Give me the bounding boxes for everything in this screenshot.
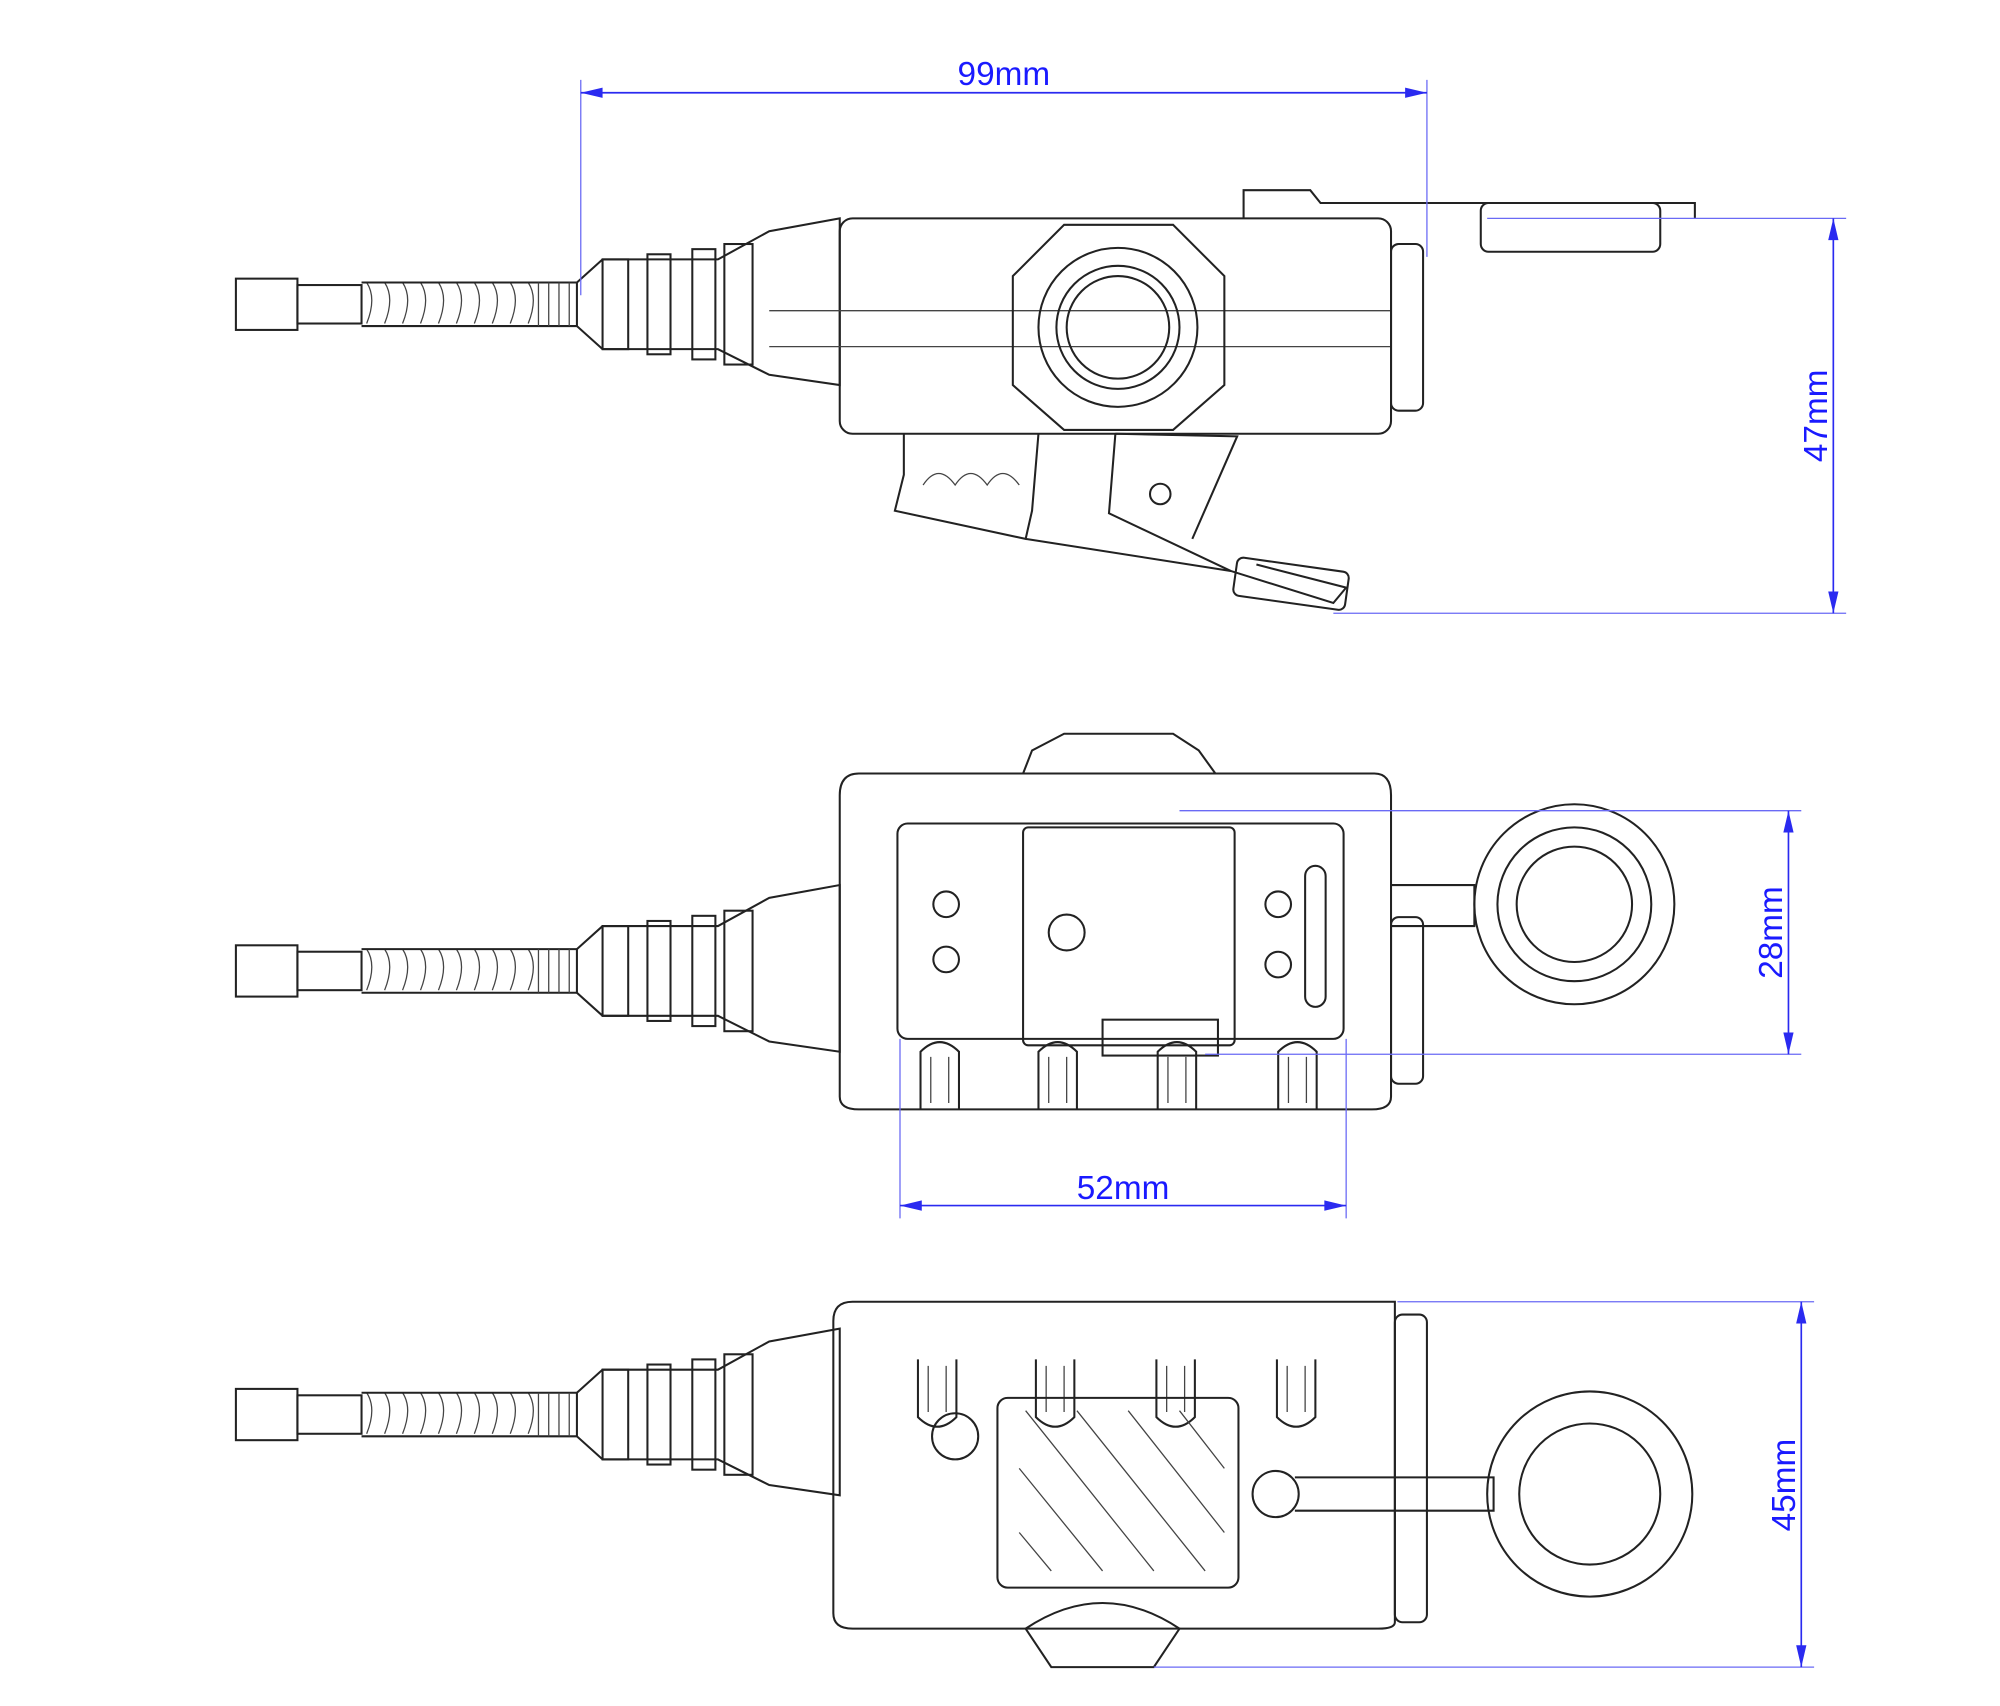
dimension-99mm: 99mm [580, 56, 1428, 296]
dimension-label-height-side: 47mm [1798, 370, 1835, 463]
dimension-28mm: 28mm [1179, 810, 1802, 1055]
top-view [234, 732, 1676, 1111]
dimension-52mm: 52mm [899, 1038, 1347, 1219]
dimension-label-length: 99mm [958, 56, 1051, 93]
side-view [234, 189, 1696, 611]
dimension-45mm: 45mm [1153, 1301, 1815, 1668]
dimension-label-front-height: 28mm [1753, 886, 1790, 979]
dimension-47mm: 47mm [1333, 217, 1847, 614]
bottom-view [234, 1300, 1694, 1669]
dimension-label-clip-width: 52mm [1077, 1170, 1170, 1207]
dimension-label-bottom-height: 45mm [1766, 1439, 1803, 1532]
